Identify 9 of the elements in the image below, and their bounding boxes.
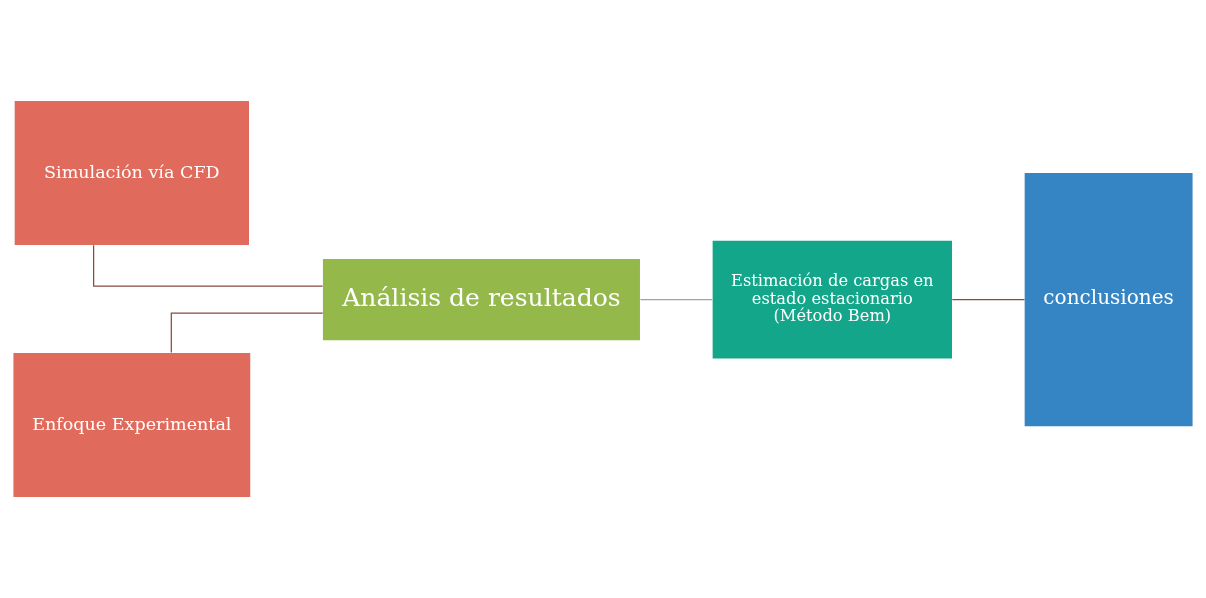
connector bbox=[639, 299, 713, 301]
node-box: Enfoque Experimental bbox=[13, 352, 251, 497]
connector bbox=[93, 244, 324, 287]
node-box: conclusiones bbox=[1024, 173, 1193, 427]
connector bbox=[170, 312, 324, 354]
node-box: Simulación vía CFD bbox=[14, 101, 249, 246]
connector bbox=[951, 299, 1026, 301]
node-box: Análisis de resultados bbox=[322, 258, 640, 341]
node-box: Estimación de cargas en estado estacionario (Método Bem) bbox=[712, 240, 952, 359]
